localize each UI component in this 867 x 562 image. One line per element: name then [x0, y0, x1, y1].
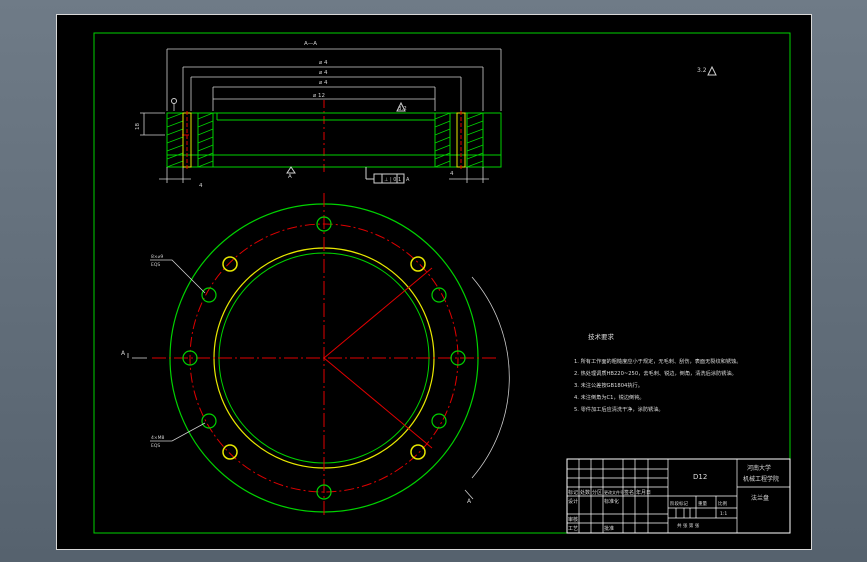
dim-2: ⌀ 4: [319, 70, 328, 76]
dim-bottom-left: 4: [199, 183, 203, 189]
tb-sheet: 共 张 第 张: [677, 522, 700, 529]
notes-title: 技术要求: [588, 332, 615, 341]
dimension-lines: [140, 48, 502, 183]
bolt-hole: [316, 216, 332, 232]
tb-design: 设计: [568, 498, 578, 505]
tb-cell-date: 年月日: [636, 489, 651, 496]
tb-scale-label: 比例: [718, 500, 727, 507]
note-item-5: 5. 零件加工后应清洗干净，涂防锈油。: [574, 405, 664, 413]
view-marker-arc: A: [467, 498, 472, 505]
tb-part-name: 法兰盘: [751, 494, 769, 502]
tb-dept: 机械工程学院: [743, 475, 779, 483]
tb-stage-label: 阶段标记: [670, 500, 688, 507]
threaded-hole: [410, 256, 426, 272]
tb-approve: 批准: [604, 525, 614, 532]
section-view: A—A ⌀ 4 ⌀ 4 ⌀ 4 ⌀ 12 18 4 4 3.2 A ⊥ | 0.…: [135, 41, 502, 189]
roughness-value: 3.2: [697, 67, 707, 74]
note-item-3: 3. 未注公差按GB1804执行。: [574, 381, 643, 389]
bolt-hole: [450, 350, 466, 366]
tb-school: 河南大学: [747, 464, 771, 472]
drawing-canvas: A—A ⌀ 4 ⌀ 4 ⌀ 4 ⌀ 12 18 4 4 3.2 A ⊥ | 0.…: [93, 32, 791, 534]
dim-bottom-right: 4: [450, 171, 454, 177]
bolt-hole: [316, 484, 332, 500]
upper-leader-line2: EQS: [151, 262, 160, 268]
bolt-hole: [431, 413, 447, 429]
threaded-hole: [222, 444, 238, 460]
threaded-holes: [222, 256, 426, 460]
radial-line-upper: [323, 267, 433, 359]
tb-process: 工艺: [568, 526, 578, 532]
dim-3: ⌀ 4: [319, 80, 328, 86]
roughness-symbol: [396, 101, 406, 112]
tb-cell-count: 处数: [580, 489, 590, 496]
hatch-right: [434, 111, 484, 170]
tb-standard: 标准化: [604, 498, 619, 505]
tb-review: 审核: [568, 516, 578, 523]
bolt-hole: [182, 350, 198, 366]
lower-leader-line1: 4×M8: [151, 435, 165, 441]
threaded-hole: [410, 444, 426, 460]
hatch-left: [166, 111, 214, 170]
leader-texts: 8×⌀9 EQS 4×M8 EQS: [151, 254, 165, 449]
upper-leader-line1: 8×⌀9: [151, 254, 163, 260]
dim-1: ⌀ 4: [319, 60, 328, 66]
datum-label: A: [288, 174, 292, 180]
marker-circle: [171, 98, 177, 104]
bolt-hole: [201, 287, 217, 303]
tb-weight-label: 重量: [698, 500, 707, 507]
view-marker-left: A: [121, 350, 126, 357]
plan-view: 8×⌀9 EQS 4×M8 EQS A A: [121, 193, 510, 515]
note-item-1: 1. 所有工作面的粗糙度应小于规定，无毛刺、刮伤，表面无裂纹和锈蚀。: [574, 357, 741, 365]
lower-leader-line2: EQS: [151, 443, 160, 449]
bolt-hole: [431, 287, 447, 303]
tolerance-text: ⊥ | 0.1 | A: [384, 177, 410, 183]
note-item-4: 4. 未注倒角为C1，锐边倒钝。: [574, 393, 645, 401]
drawing-border: [93, 32, 791, 534]
tb-scale-value: 1:1: [720, 511, 727, 517]
tb-drawing-no: D12: [693, 473, 707, 481]
threaded-hole: [222, 256, 238, 272]
default-roughness: 3.2: [697, 65, 717, 76]
dimension-texts: A—A ⌀ 4 ⌀ 4 ⌀ 4 ⌀ 12 18 4 4 3.2 A: [135, 41, 454, 189]
tb-cell-mark: 标记: [568, 489, 578, 496]
section-label: A—A: [304, 41, 317, 47]
note-item-2: 2. 热处理调质HB220~250，去毛刺、锐边，倒角，清洗后涂防锈油。: [574, 369, 737, 377]
leader-lines: [127, 259, 510, 500]
tolerance-frame: ⊥ | 0.1 | A: [365, 167, 410, 184]
roughness-note: 3.2: [398, 106, 407, 112]
title-block: 标记 处数 分区 更改文件号 签名 年月日 设计 标准化 审核 工艺 批准 D1…: [566, 458, 791, 534]
tb-cell-change: 更改文件号: [604, 489, 624, 495]
bolt-hole: [201, 413, 217, 429]
bolt-holes: [182, 216, 466, 500]
cad-viewport[interactable]: A—A ⌀ 4 ⌀ 4 ⌀ 4 ⌀ 12 18 4 4 3.2 A ⊥ | 0.…: [56, 14, 812, 550]
tb-cell-zone: 分区: [592, 489, 602, 496]
dim-4: ⌀ 12: [313, 93, 325, 99]
tb-cell-sign: 签名: [624, 489, 634, 496]
dim-height: 18: [135, 123, 141, 130]
technical-notes: 技术要求 1. 所有工作面的粗糙度应小于规定，无毛刺、刮伤，表面无裂纹和锈蚀。 …: [574, 332, 741, 413]
datum-symbol: [286, 166, 296, 174]
radial-line-lower: [323, 357, 433, 449]
